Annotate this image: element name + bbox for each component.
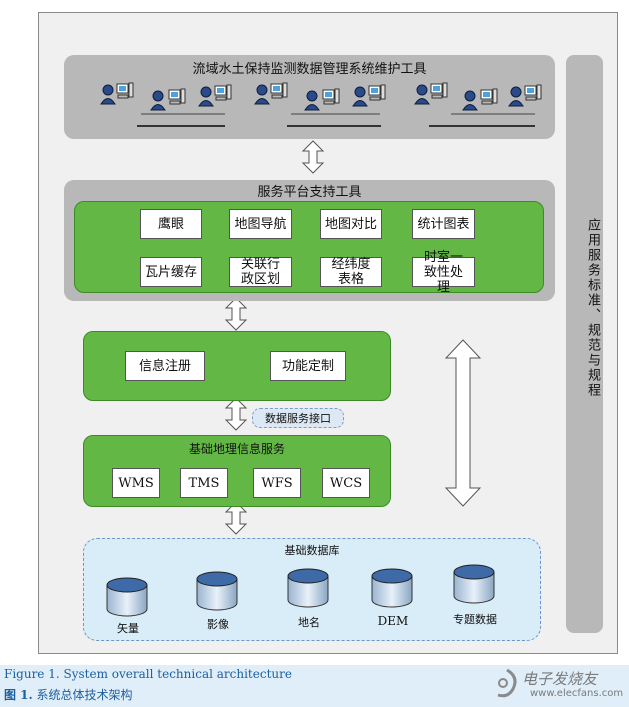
caption-en-prefix: Figure 1. <box>4 667 60 681</box>
db-thematic-label: 专题数据 <box>453 613 497 626</box>
db-dem-label: DEM <box>377 614 409 628</box>
caption-zh-text: 系统总体技术架构 <box>36 688 133 702</box>
service-wfs: WFS <box>253 468 301 498</box>
db-imagery-label: 影像 <box>207 618 229 631</box>
standards-panel <box>566 55 603 633</box>
tool-admin-division: 关联行政区划 <box>229 257 292 287</box>
caption-chinese: 图 1. 系统总体技术架构 <box>4 686 133 703</box>
db-vector-icon <box>106 577 148 617</box>
tool-map-navigation: 地图导航 <box>229 209 292 239</box>
db-placename-icon <box>287 568 329 608</box>
service-wcs: WCS <box>322 468 370 498</box>
maintenance-tools-title: 流域水土保持监测数据管理系统维护工具 <box>192 62 427 77</box>
user-groups <box>100 82 542 127</box>
user-group-1 <box>100 82 232 127</box>
tool-tile-cache: 瓦片缓存 <box>140 257 202 287</box>
db-dem-icon <box>371 568 413 608</box>
standards-label: 应用服务标准、规范与规程 <box>585 218 600 398</box>
watermark-url: www.elecfans.com <box>530 688 624 699</box>
service-platform-title: 服务平台支持工具 <box>257 185 362 200</box>
tool-map-compare: 地图对比 <box>320 209 382 239</box>
user-group-3 <box>414 82 542 127</box>
caption-bar <box>0 665 629 707</box>
database-title: 基础数据库 <box>284 544 340 557</box>
db-vector-label: 矢量 <box>117 622 139 635</box>
tool-latlon-table: 经纬度表格 <box>320 257 382 287</box>
tool-statistics-chart: 统计图表 <box>412 209 475 239</box>
db-thematic-icon <box>453 564 495 604</box>
tool-consistency: 时室一致性处理 <box>412 250 475 295</box>
arrow-long-vertical <box>444 339 482 507</box>
geo-service-title: 基础地理信息服务 <box>188 442 285 456</box>
caption-en-text: System overall technical architecture <box>63 667 292 681</box>
caption-english: Figure 1. System overall technical archi… <box>4 667 292 681</box>
db-placename-label: 地名 <box>298 616 320 629</box>
tool-eagle-eye: 鹰眼 <box>140 209 202 239</box>
service-wms: WMS <box>112 468 160 498</box>
user-group-2 <box>254 82 386 127</box>
info-registration: 信息注册 <box>125 351 205 381</box>
data-service-interface: 数据服务接口 <box>252 408 344 428</box>
watermark-text: 电子发烧友 <box>522 670 598 688</box>
function-customization: 功能定制 <box>270 351 346 381</box>
caption-zh-prefix: 图 1. <box>4 688 33 702</box>
db-imagery-icon <box>196 571 238 611</box>
watermark-logo-icon <box>497 668 517 698</box>
service-tms: TMS <box>180 468 228 498</box>
